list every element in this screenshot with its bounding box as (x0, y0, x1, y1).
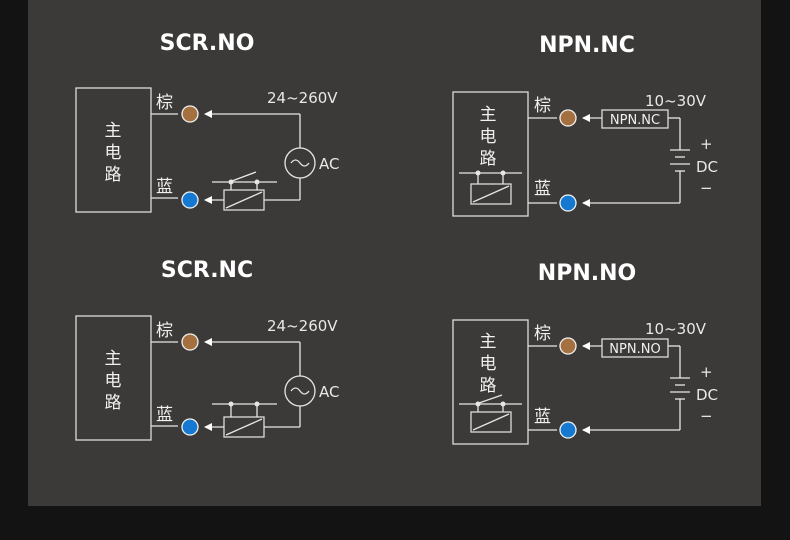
diagram-scr-nc: SCR.NC 主电路 棕 蓝 24~260V AC (75, 258, 339, 441)
diagram-title: NPN.NO (538, 261, 636, 286)
brown-wire-label: 棕 (534, 96, 551, 116)
diagram-scr-no: SCR.NO 主电路 棕 蓝 24~260V AC (75, 31, 339, 213)
main-circuit-label: 主电路 (105, 349, 122, 413)
blue-terminal-icon (181, 418, 199, 436)
blue-wire-label: 蓝 (534, 179, 551, 199)
diagram-title: NPN.NC (539, 33, 635, 58)
diagram-title: SCR.NC (161, 258, 253, 283)
relay-coil-icon (470, 183, 512, 205)
dc-minus-label: − (700, 179, 713, 197)
voltage-label: 24~260V (267, 317, 338, 335)
source-label: AC (319, 383, 339, 401)
source-label: AC (319, 155, 339, 173)
relay-coil-icon (470, 411, 512, 433)
main-circuit-box (75, 315, 152, 441)
diagram-panel (28, 0, 761, 506)
blue-terminal-icon (181, 191, 199, 209)
diagram-npn-nc: NPN.NC 主电路 棕 蓝 10~30V NPN.NC + DC − (452, 33, 718, 217)
blue-wire-label: 蓝 (156, 177, 173, 197)
dc-plus-label: + (700, 135, 713, 153)
dc-minus-label: − (700, 407, 713, 425)
load-label: NPN.NC (610, 113, 660, 128)
main-circuit-label: 主电路 (480, 332, 497, 396)
main-circuit-box (452, 319, 529, 445)
diagram-title: SCR.NO (160, 31, 255, 56)
voltage-label: 10~30V (645, 320, 707, 338)
load-box (601, 109, 669, 129)
brown-terminal-icon (559, 337, 577, 355)
blue-wire-label: 蓝 (156, 405, 173, 425)
no-contact-icon (478, 394, 503, 404)
diagram-npn-no: NPN.NO 主电路 棕 蓝 10~30V NPN.NO + DC − (452, 261, 718, 445)
blue-terminal-icon (559, 421, 577, 439)
blue-terminal-icon (559, 194, 577, 212)
dc-plus-label: + (700, 363, 713, 381)
main-circuit-label: 主电路 (105, 121, 122, 185)
main-circuit-box (75, 87, 152, 213)
brown-wire-label: 棕 (156, 321, 173, 341)
no-contact-icon (231, 171, 257, 182)
brown-terminal-icon (559, 109, 577, 127)
brown-terminal-icon (181, 333, 199, 351)
voltage-label: 10~30V (645, 92, 707, 110)
blue-wire-label: 蓝 (534, 407, 551, 427)
voltage-label: 24~260V (267, 89, 338, 107)
load-box (601, 338, 669, 358)
main-circuit-box (452, 91, 529, 217)
brown-wire-label: 棕 (534, 324, 551, 344)
brown-wire-label: 棕 (156, 93, 173, 113)
load-label: NPN.NO (609, 342, 660, 357)
source-label: DC (696, 386, 718, 404)
brown-terminal-icon (181, 105, 199, 123)
main-circuit-label: 主电路 (480, 105, 497, 169)
source-label: DC (696, 158, 718, 176)
